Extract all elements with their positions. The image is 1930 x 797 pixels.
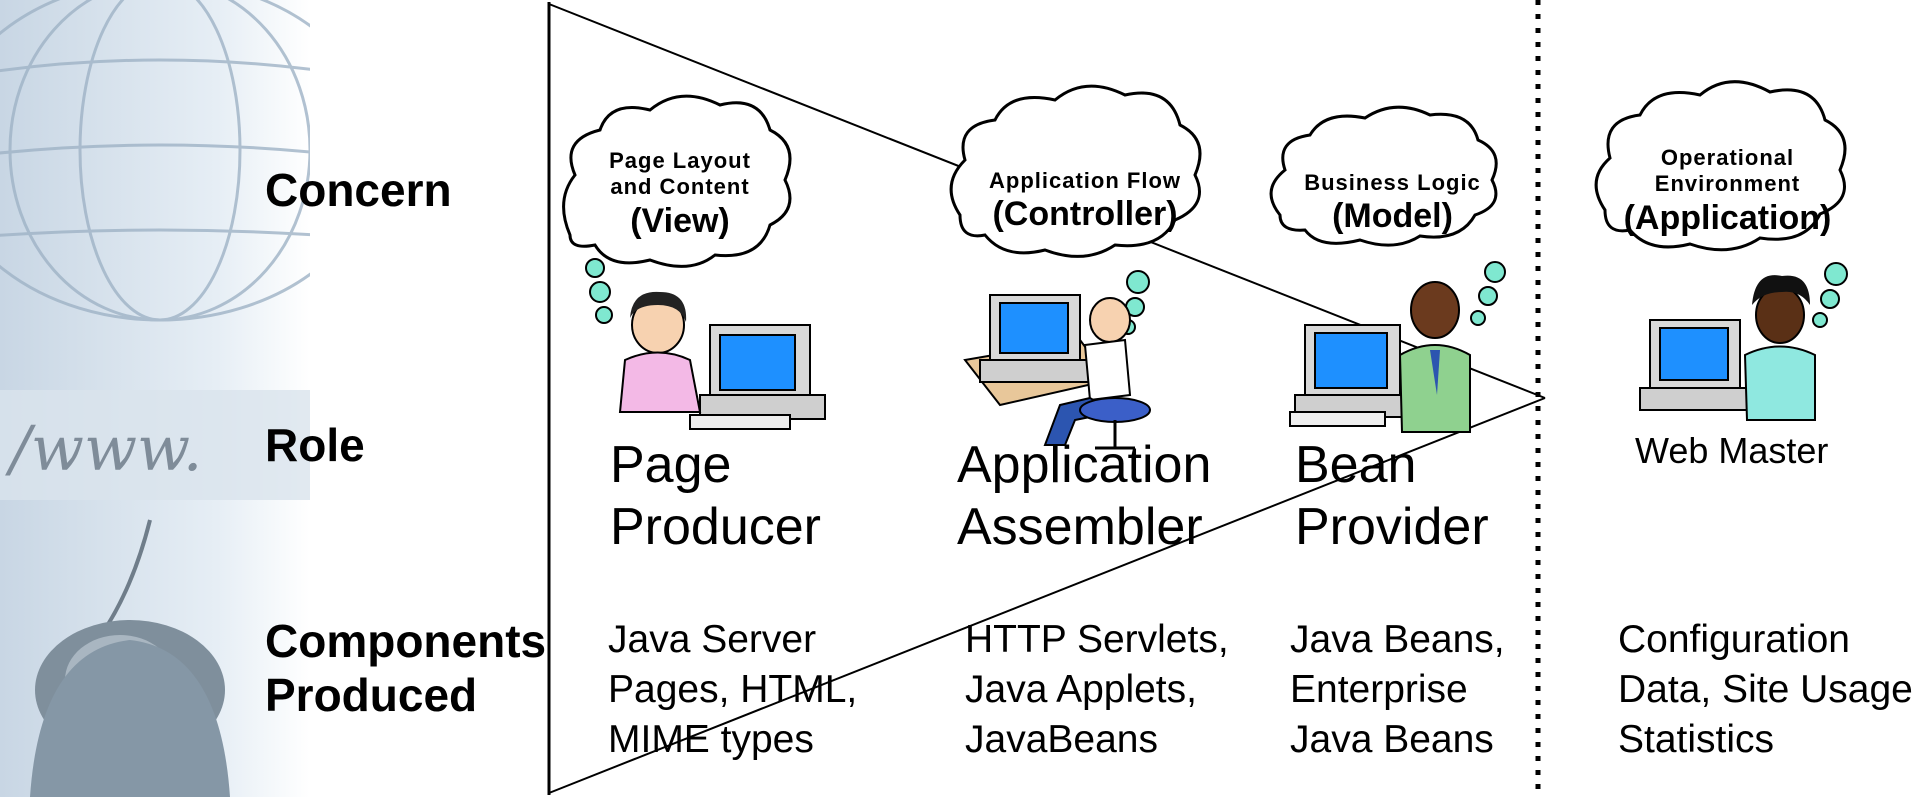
components-application-assembler: HTTP Servlets, Java Applets, JavaBeans — [965, 615, 1229, 765]
row-label-components: Components Produced — [265, 614, 546, 723]
row-label-concern: Concern — [265, 164, 452, 216]
cloud-view — [562, 94, 792, 268]
role-page-producer-line1: Page — [610, 436, 732, 494]
components-page-producer-line3: MIME types — [608, 717, 814, 761]
cloud-model-big: (Model) — [1332, 197, 1453, 236]
cloud-text-view: Page Layout and Content (View) — [585, 148, 775, 242]
components-bean-provider: Java Beans, Enterprise Java Beans — [1290, 615, 1505, 765]
components-page-producer-line1: Java Server — [608, 618, 817, 661]
role-web-master: Web Master — [1635, 430, 1829, 471]
cloud-text-model: Business Logic (Model) — [1290, 170, 1495, 237]
row-label-components-line2: Produced — [265, 669, 478, 722]
role-bean-provider-line1: Bean — [1295, 436, 1417, 494]
components-web-master: Configuration Data, Site Usage Statistic… — [1618, 615, 1913, 765]
components-page-producer-line2: Pages, HTML, — [608, 667, 858, 711]
components-web-master-line3: Statistics — [1618, 717, 1775, 761]
cloud-text-application: Operational Environment (Application) — [1615, 145, 1840, 239]
role-application-assembler: Application Assembler — [957, 434, 1211, 559]
person-web-master-icon — [1639, 275, 1816, 421]
role-page-producer: Page Producer — [610, 434, 821, 559]
role-application-assembler-line1: Application — [957, 436, 1212, 494]
person-application-assembler-icon — [963, 294, 1151, 450]
cloud-model-line1: Business Logic — [1304, 170, 1481, 195]
row-label-role: Role — [265, 419, 365, 471]
components-web-master-line2: Data, Site Usage — [1618, 667, 1913, 711]
cloud-controller — [949, 84, 1202, 258]
cloud-application-line2: Environment — [1654, 171, 1801, 197]
person-bean-provider-icon — [1289, 281, 1471, 433]
role-application-assembler-line2: Assembler — [957, 498, 1203, 557]
cloud-text-controller: Application Flow (Controller) — [965, 168, 1205, 235]
cloud-application-big: (Application) — [1623, 198, 1832, 237]
components-bean-provider-line1: Java Beans, — [1290, 618, 1505, 661]
components-application-assembler-line1: HTTP Servlets, — [965, 618, 1229, 661]
components-application-assembler-line2: Java Applets, — [965, 667, 1197, 711]
role-bean-provider-line2: Provider — [1295, 498, 1489, 557]
cloud-view-line2: and Content — [610, 174, 750, 200]
svg-text:/www.: /www. — [5, 412, 202, 485]
cloud-application — [1594, 80, 1847, 252]
components-application-assembler-line3: JavaBeans — [965, 717, 1158, 761]
person-page-producer-icon — [618, 291, 826, 430]
cloud-view-line1: Page Layout — [609, 148, 751, 173]
components-web-master-line1: Configuration — [1618, 618, 1850, 661]
components-page-producer: Java Server Pages, HTML, MIME types — [608, 615, 857, 765]
cloud-controller-big: (Controller) — [992, 195, 1178, 234]
row-label-components-line1: Components — [265, 615, 547, 667]
cloud-application-line1: Operational — [1660, 145, 1795, 170]
role-bean-provider: Bean Provider — [1295, 434, 1489, 559]
decorative-globe-image: /www. — [0, 0, 310, 797]
cloud-controller-line1: Application Flow — [989, 168, 1181, 193]
role-page-producer-line2: Producer — [610, 498, 821, 557]
components-bean-provider-line3: Java Beans — [1290, 717, 1494, 761]
components-bean-provider-line2: Enterprise — [1290, 667, 1468, 711]
triangle-bottom-edge — [548, 397, 1546, 794]
cloud-model — [1269, 105, 1498, 247]
cloud-view-big: (View) — [630, 201, 730, 240]
